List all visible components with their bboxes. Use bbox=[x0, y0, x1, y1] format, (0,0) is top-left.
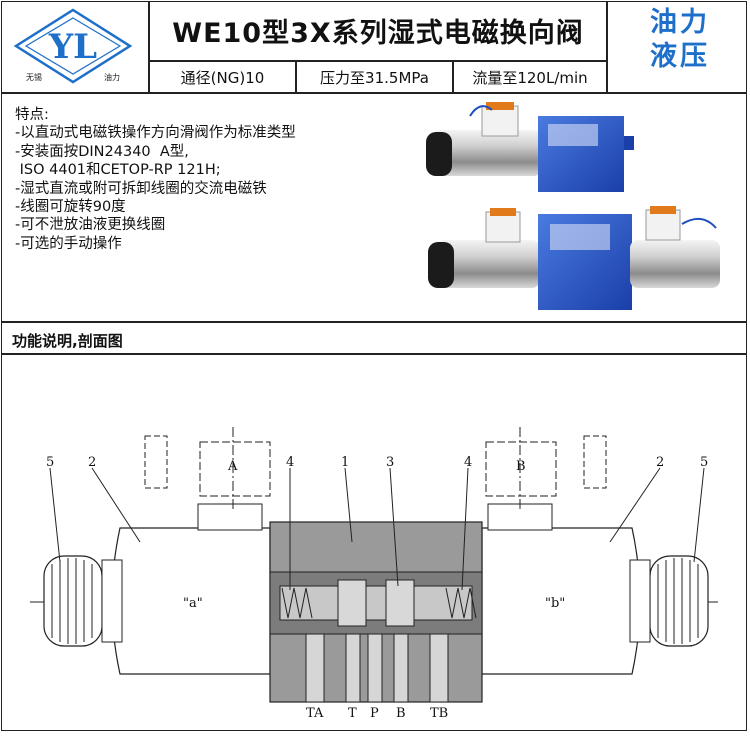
solenoid-b-label: B bbox=[516, 459, 526, 474]
feature-item: -可不泄放油液更换线圈 bbox=[15, 217, 166, 234]
callout-4-left: 4 bbox=[286, 455, 294, 470]
features-heading: 特点: bbox=[15, 107, 49, 123]
section-top-divider bbox=[1, 321, 747, 323]
stroke-a-label: "a" bbox=[183, 596, 203, 611]
company-logo: YL 无锡 油力 bbox=[12, 6, 134, 84]
brand-name: 油力 液压 bbox=[620, 6, 740, 74]
feature-item: -以直动式电磁铁操作方向滑阀作为标准类型 bbox=[15, 125, 296, 142]
port-t-label: T bbox=[348, 706, 357, 721]
feature-item: -湿式直流或附可拆卸线圈的交流电磁铁 bbox=[15, 180, 267, 197]
callout-5-right: 5 bbox=[700, 455, 708, 470]
callout-3: 3 bbox=[386, 455, 394, 470]
callout-2-right: 2 bbox=[656, 455, 664, 470]
feature-item: ISO 4401和CETOP-RP 121H; bbox=[15, 162, 221, 179]
page-title: WE10型3X系列湿式电磁换向阀 bbox=[172, 17, 584, 49]
callout-1: 1 bbox=[341, 455, 349, 470]
spec-flow: 流量至120L/min bbox=[472, 68, 588, 87]
callout-4-right: 4 bbox=[464, 455, 472, 470]
section-bottom-divider bbox=[1, 353, 747, 355]
callout-2-left: 2 bbox=[88, 455, 96, 470]
logo-text: YL bbox=[48, 27, 97, 67]
solenoid-a-label: A bbox=[227, 459, 238, 474]
brand-line-1: 油力 bbox=[650, 7, 710, 38]
spec-bore: 通径(NG)10 bbox=[180, 68, 265, 87]
callout-5-left: 5 bbox=[46, 455, 54, 470]
logo-divider bbox=[148, 1, 150, 92]
logo-left-text: 无锡 bbox=[26, 73, 42, 82]
logo-right-text: 油力 bbox=[104, 72, 120, 82]
port-tb-label: TB bbox=[430, 706, 448, 721]
section-title: 功能说明,剖面图 bbox=[12, 332, 123, 350]
feature-item: -安装面按DIN24340 A型, bbox=[15, 143, 189, 160]
port-p-label: P bbox=[370, 706, 379, 721]
spec-divider-2 bbox=[452, 60, 454, 92]
features-list: 特点: -以直动式电磁铁操作方向滑阀作为标准类型 -安装面按DIN24340 A… bbox=[15, 106, 296, 253]
port-ta-label: TA bbox=[306, 706, 324, 721]
stroke-b-label: "b" bbox=[545, 596, 565, 611]
spec-divider-1 bbox=[295, 60, 297, 92]
brand-divider bbox=[606, 1, 608, 92]
brand-line-2: 液压 bbox=[650, 41, 710, 72]
spec-bottom-divider bbox=[1, 92, 747, 94]
spec-pressure: 压力至31.5MPa bbox=[320, 68, 429, 87]
product-photo-double-solenoid bbox=[420, 198, 730, 316]
port-b-label: B bbox=[396, 706, 406, 721]
header-divider bbox=[148, 60, 606, 62]
cross-section-diagram: 5 2 4 1 3 4 2 5 A B "a" "b" TA T P B TB bbox=[0, 372, 750, 738]
feature-item: -线圈可旋转90度 bbox=[15, 199, 126, 216]
feature-item: -可选的手动操作 bbox=[15, 235, 122, 252]
product-photo-single-solenoid bbox=[420, 96, 640, 200]
